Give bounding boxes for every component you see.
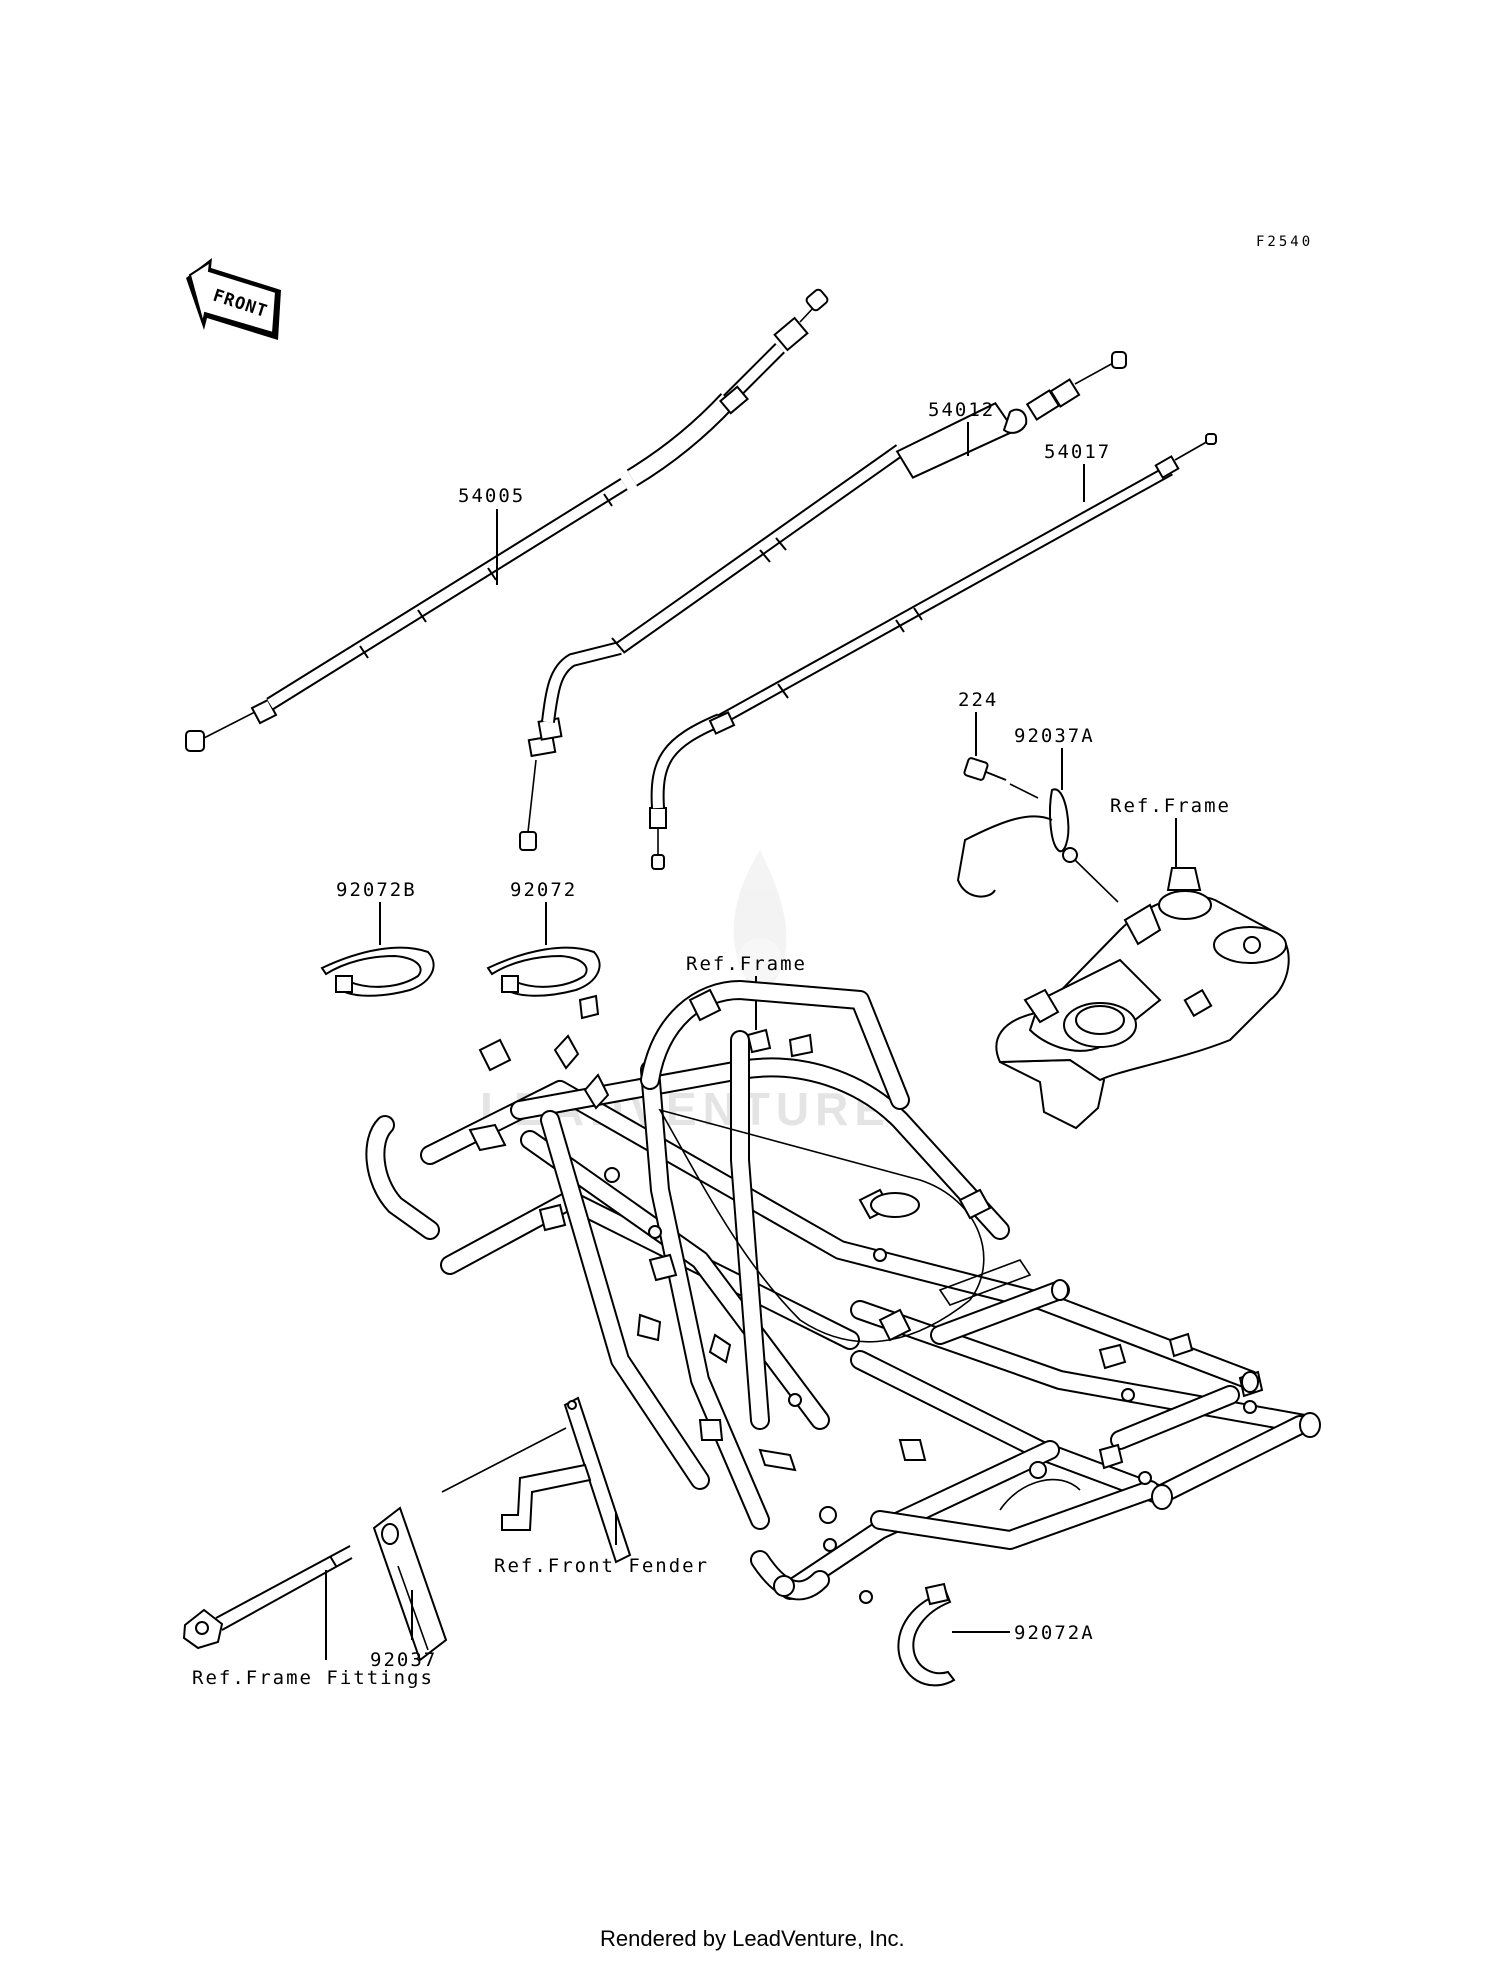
cable-54005 — [185, 288, 829, 752]
callout-92072a: 92072A — [1014, 1622, 1095, 1644]
callout-54005: 54005 — [458, 485, 525, 507]
ref-frame-fittings-label: Ref.Frame Fittings — [192, 1667, 434, 1689]
frame-head-mount — [995, 867, 1290, 1130]
frame-fitting-bolt — [182, 1545, 353, 1650]
cable-54017 — [649, 433, 1217, 870]
diagram-code: F2540 — [1256, 234, 1313, 250]
front-fender-bracket — [501, 1396, 632, 1564]
cable-54012 — [519, 351, 1127, 851]
callout-92072b: 92072B — [336, 879, 417, 901]
front-arrow-icon: FRONT — [186, 258, 281, 340]
callout-54017: 54017 — [1044, 441, 1111, 463]
callout-92037a: 92037A — [1014, 725, 1095, 747]
callout-54012: 54012 — [928, 399, 995, 421]
clamp-92072 — [486, 946, 601, 997]
bracket-92037a — [956, 788, 1078, 898]
callout-224: 224 — [958, 689, 998, 711]
plate-92037 — [372, 1506, 448, 1662]
ref-frame-top-label: Ref.Frame — [1110, 795, 1231, 817]
clamp-92072b — [320, 946, 435, 997]
callout-92037: 92037 — [370, 1649, 437, 1671]
atv-frame — [365, 980, 1321, 1604]
watermark-logo — [733, 850, 787, 1000]
ref-front-fender-label: Ref.Front Fender — [494, 1555, 709, 1577]
callout-92072: 92072 — [510, 879, 577, 901]
footer-credit: Rendered by LeadVenture, Inc. — [600, 1926, 905, 1951]
bolt-224 — [963, 757, 1007, 781]
clamp-92072a — [897, 1582, 956, 1687]
ref-frame-mid-label: Ref.Frame — [686, 953, 807, 975]
